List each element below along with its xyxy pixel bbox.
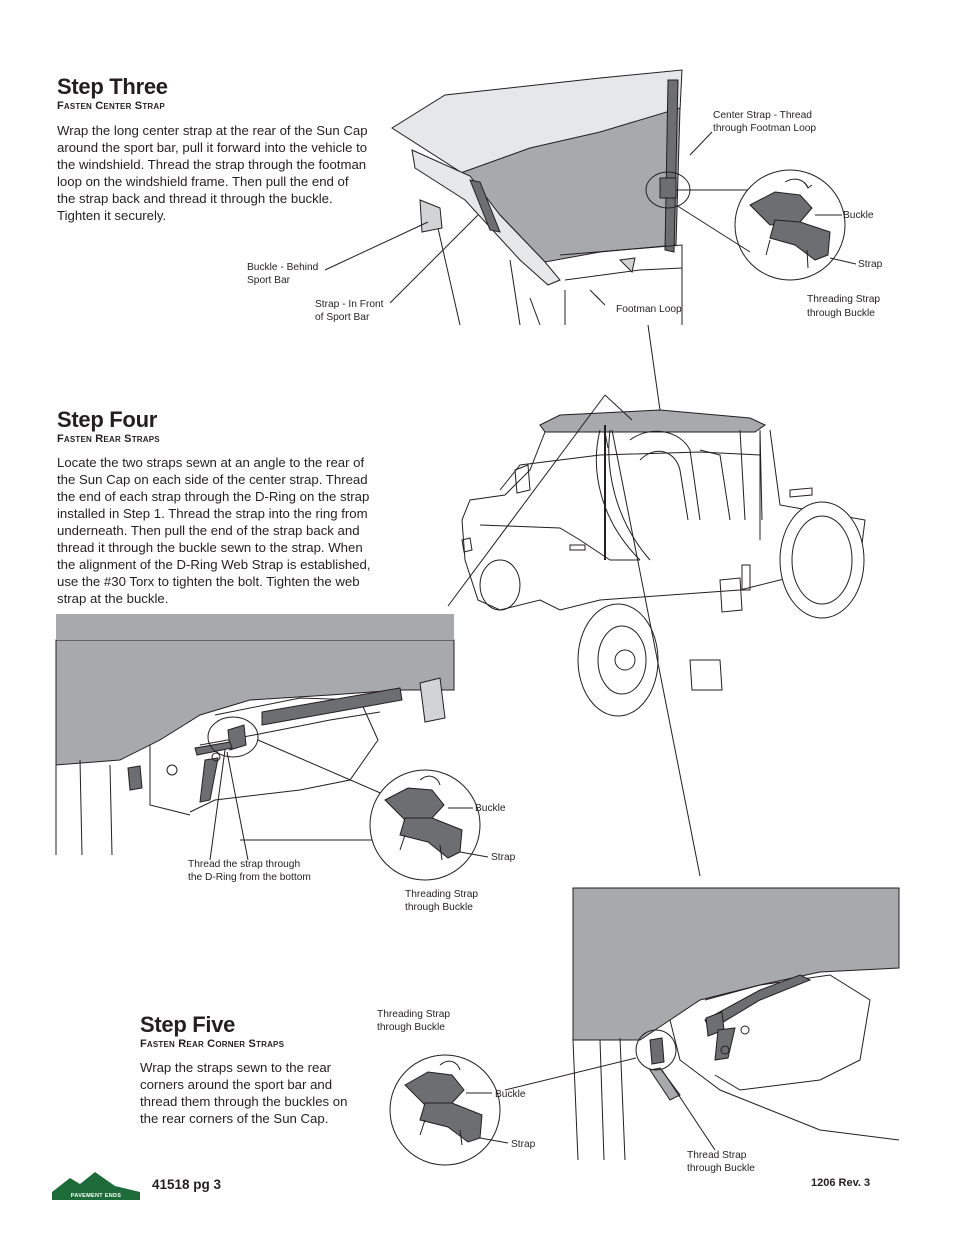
step3-subtitle: Fasten Center Strap — [57, 100, 165, 112]
step5-buckle-label: Buckle — [495, 1089, 526, 1100]
step5-title: Step Five — [140, 1012, 236, 1037]
step3-buckle-detail — [734, 169, 846, 281]
step5-body: Wrap the straps sewn to the rear corners… — [140, 1060, 348, 1126]
thread-strap-label-line2: through Buckle — [687, 1163, 755, 1174]
step3-body: Wrap the long center strap at the rear o… — [57, 123, 368, 223]
step3-interior-illustration — [391, 69, 691, 326]
step5-threading-label-line1: Threading Strap — [377, 1009, 451, 1020]
strap-front-label-line2: of Sport Bar — [315, 312, 370, 323]
step4-body: Locate the two straps sewn at an angle t… — [57, 455, 371, 606]
step4-subtitle: Fasten Rear Straps — [57, 433, 160, 445]
center-strap-label-line1: Center Strap - Thread — [713, 110, 812, 121]
buckle-behind-label-line1: Buckle - Behind — [247, 262, 319, 273]
step4-strap-label: Strap — [491, 852, 516, 863]
page-number: 41518 pg 3 — [152, 1177, 222, 1192]
center-strap-label-line2: through Footman Loop — [713, 123, 817, 134]
thread-strap-label-line1: Thread Strap — [687, 1150, 747, 1161]
step5-subtitle: Fasten Rear Corner Straps — [140, 1038, 285, 1050]
step4-threading-label-line1: Threading Strap — [405, 889, 479, 900]
step4-rear-illustration — [55, 614, 455, 861]
step3-threading-label-line2: through Buckle — [807, 308, 875, 319]
brand-wordmark: PAVEMENT ENDS — [70, 1193, 122, 1199]
dring-label-line2: the D-Ring from the bottom — [188, 872, 311, 883]
step4-buckle-detail — [369, 769, 489, 881]
step5-threading-label-line2: through Buckle — [377, 1022, 445, 1033]
strap-front-label-line1: Strap - In Front — [315, 299, 384, 310]
step4-buckle-label: Buckle — [475, 803, 506, 814]
dring-label-line1: Thread the strap through — [188, 859, 301, 870]
step5-corner-illustration — [504, 887, 900, 1161]
step3-buckle-label: Buckle — [843, 210, 874, 221]
revision-label: 1206 Rev. 3 — [811, 1177, 871, 1189]
footman-loop-label: Footman Loop — [616, 304, 682, 315]
pavement-ends-logo-icon — [52, 1172, 140, 1200]
step3-threading-label-line1: Threading Strap — [807, 294, 881, 305]
step5-buckle-detail — [389, 1054, 509, 1166]
step3-strap-label: Strap — [858, 259, 883, 270]
buckle-behind-label-line2: Sport Bar — [247, 275, 291, 286]
step4-title: Step Four — [57, 407, 157, 432]
step5-strap-label: Strap — [511, 1139, 536, 1150]
step4-threading-label-line2: through Buckle — [405, 902, 473, 913]
step3-title: Step Three — [57, 74, 168, 99]
jeep-illustration — [461, 409, 866, 717]
